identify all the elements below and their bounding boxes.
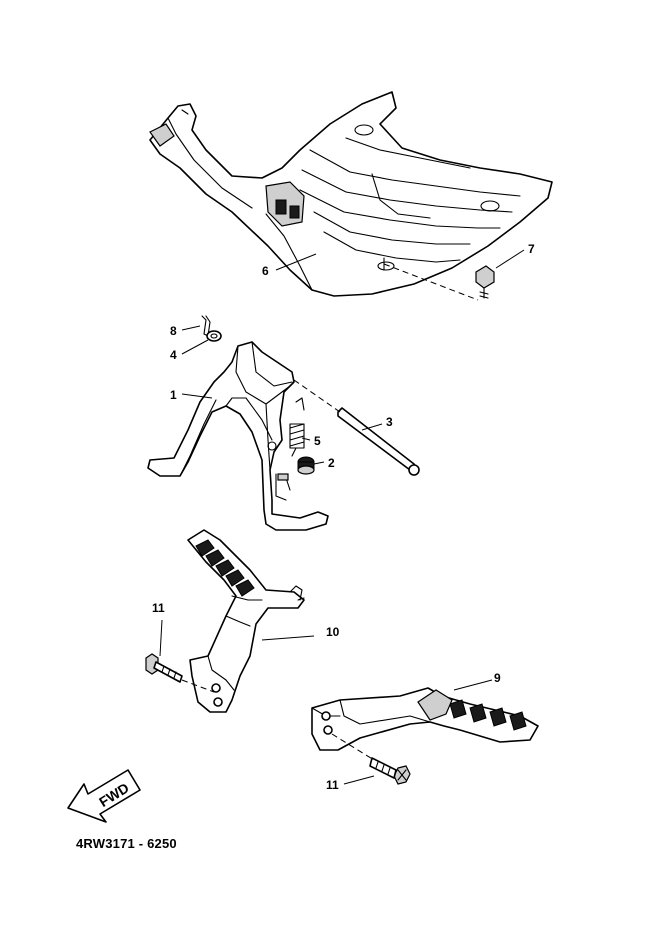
callout-2: 2 xyxy=(328,456,335,470)
callout-7: 7 xyxy=(528,242,535,256)
callout-8: 8 xyxy=(170,324,177,338)
callout-5: 5 xyxy=(314,434,321,448)
part-8-cotter-pin xyxy=(201,315,211,337)
fwd-arrow-icon: FWD xyxy=(67,769,141,823)
part-7-bolt xyxy=(475,265,495,299)
leader-lines xyxy=(159,249,525,785)
callout-10: 10 xyxy=(326,625,340,639)
callout-11-right: 11 xyxy=(326,778,339,792)
part-3-shaft xyxy=(337,407,420,476)
part-11-bolt-right xyxy=(369,757,411,785)
dash-line-bolt-11b xyxy=(331,733,375,761)
part-6-floor-panel xyxy=(149,91,553,297)
dash-line-bolt-7 xyxy=(383,263,479,301)
part-5-spring xyxy=(289,397,305,457)
part-9-footrest-right xyxy=(311,687,539,751)
part-10-footrest-bracket xyxy=(187,529,305,713)
dash-line-bolt-11a xyxy=(181,679,215,693)
diagram-code: 4RW3171 - 6250 xyxy=(76,836,177,851)
callout-3: 3 xyxy=(386,415,393,429)
part-11-bolt-left xyxy=(145,653,183,683)
callout-9: 9 xyxy=(494,671,501,685)
callout-6: 6 xyxy=(262,264,269,278)
part-1-main-stand xyxy=(147,341,329,531)
callout-11-left: 11 xyxy=(152,601,165,615)
callout-1: 1 xyxy=(170,388,177,402)
part-2-stopper xyxy=(297,456,315,475)
dash-line-shaft-3 xyxy=(293,379,341,413)
callout-4: 4 xyxy=(170,348,177,362)
part-4-washer xyxy=(206,330,222,342)
